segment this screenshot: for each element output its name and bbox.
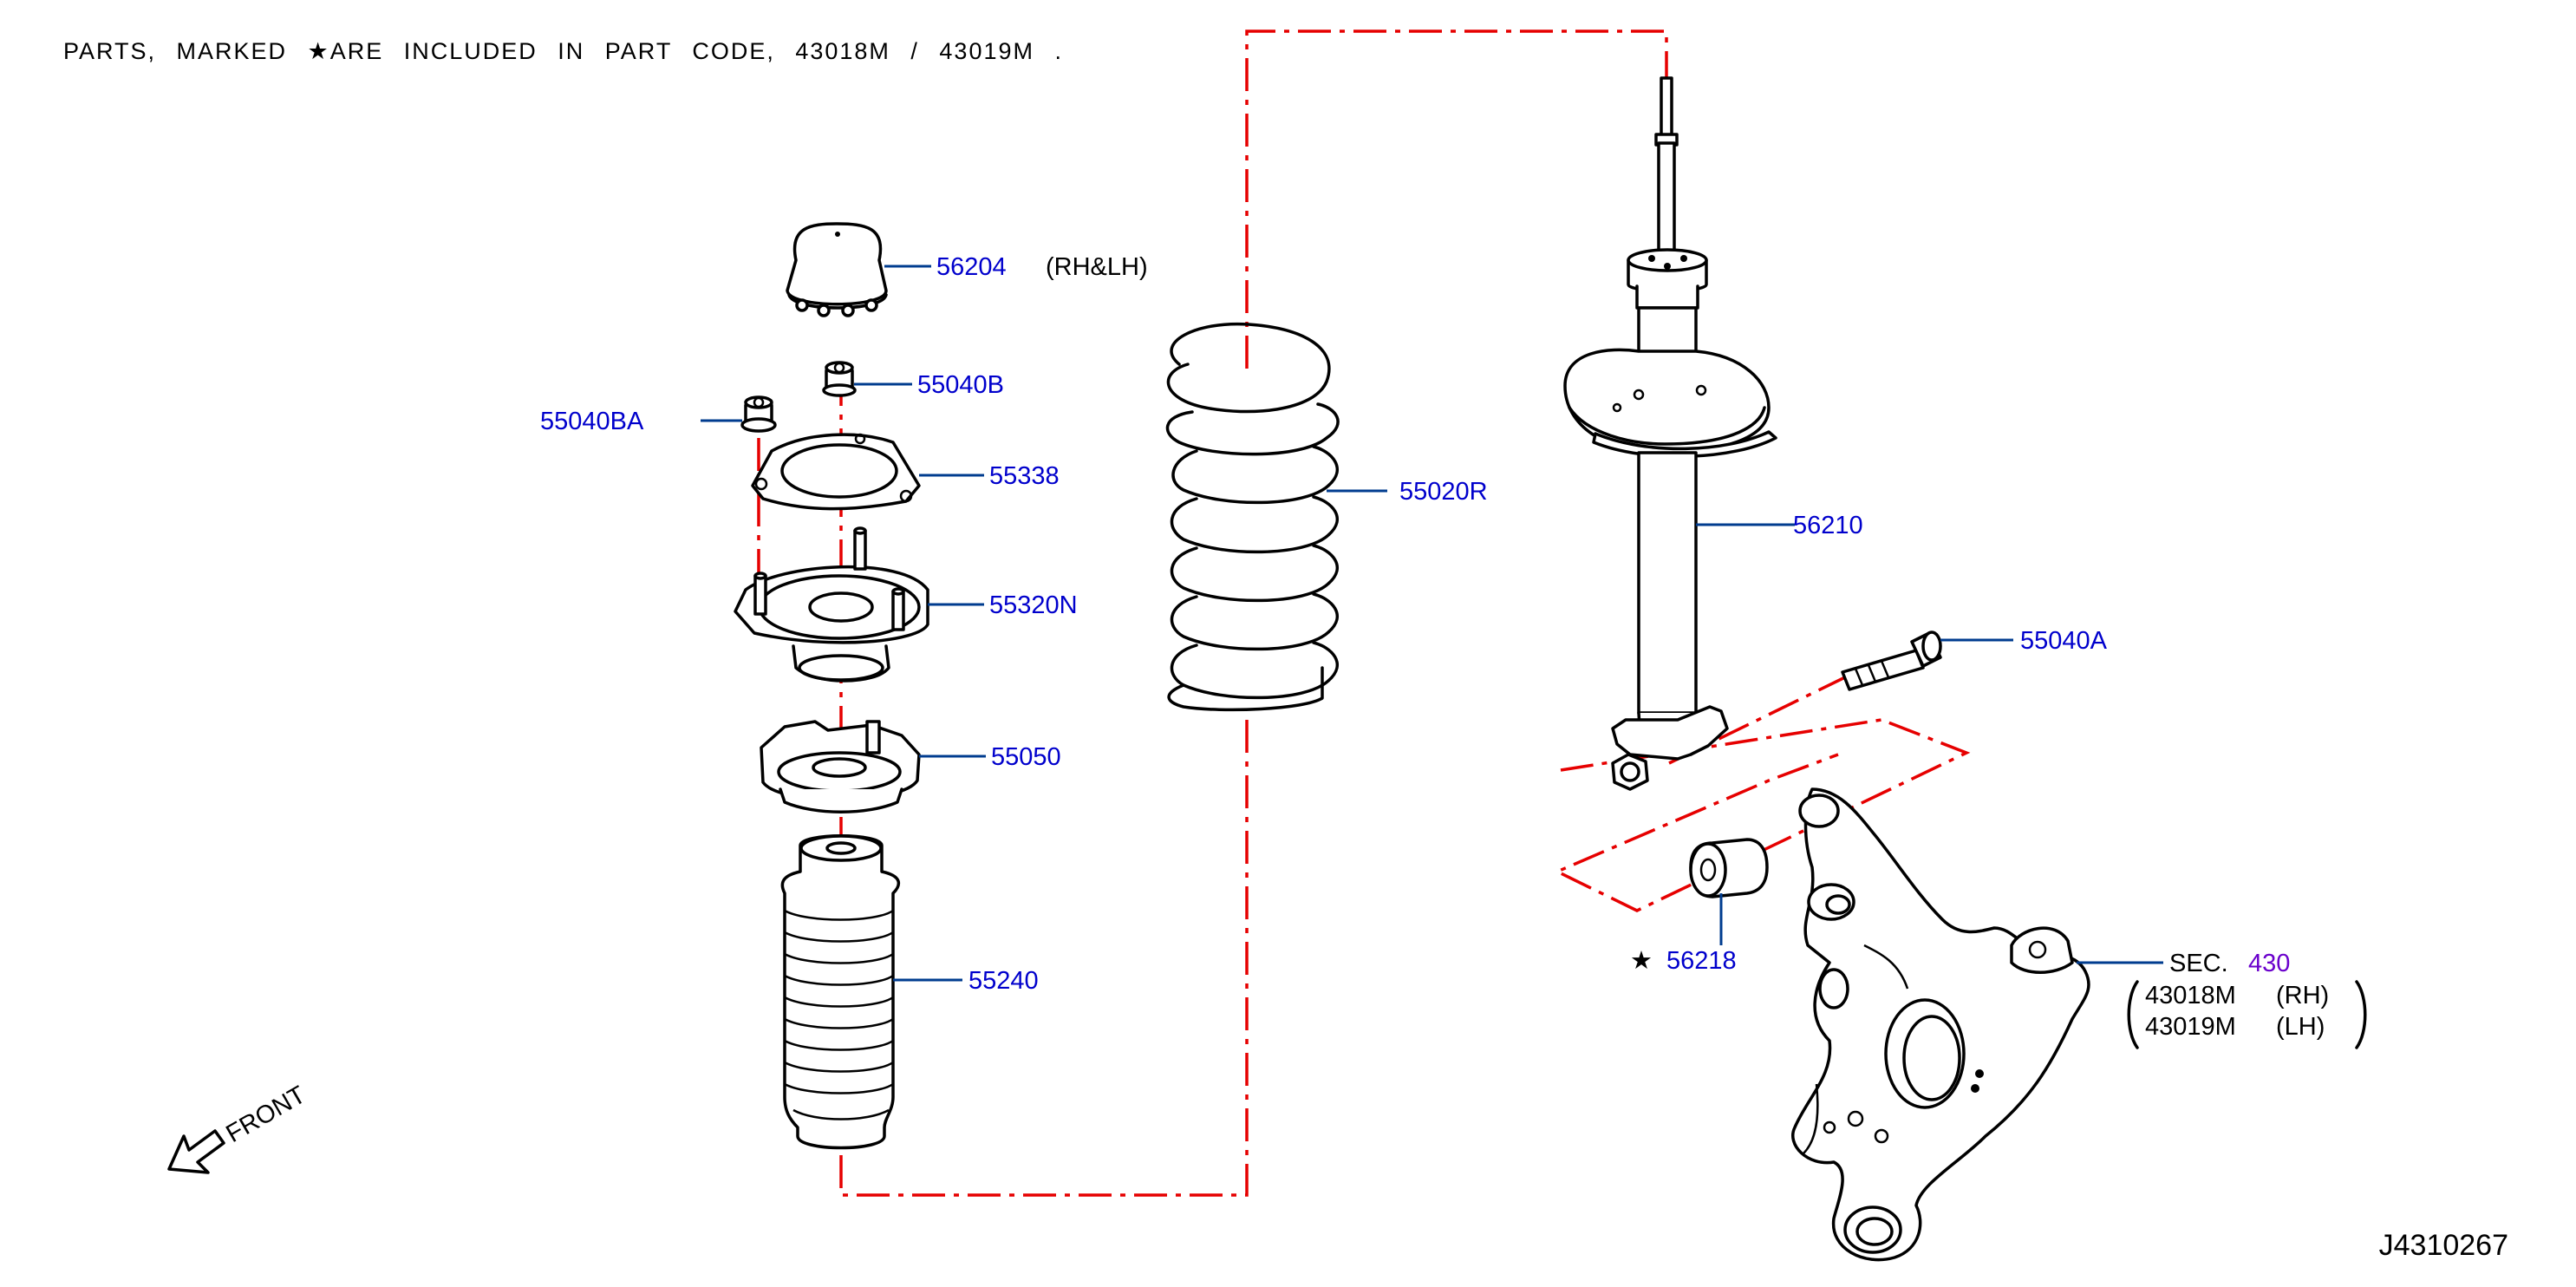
star-icon: ★ [1630,947,1653,975]
nut-55040BA[interactable] [740,395,777,433]
label-56204-side: (RH&LH) [1046,253,1148,281]
label-56218: 56218 [1666,947,1737,975]
label-55050: 55050 [991,743,1061,771]
dust-cap-56204[interactable] [786,222,888,317]
label-56204: 56204 [936,253,1007,281]
bushing-56218[interactable] [1689,838,1769,898]
label-55338: 55338 [989,462,1060,490]
parts-note: PARTS, MARKED ★ARE INCLUDED IN PART CODE… [63,38,1063,64]
label-55040B: 55040B [917,371,1004,399]
leader-lines [701,265,2163,982]
bolt-55040A[interactable] [1841,630,1942,691]
mount-plate-55338[interactable] [751,433,921,511]
section-number[interactable]: 430 [2248,950,2290,977]
section-label: SEC. [2169,950,2228,977]
right-paren-icon [2355,980,2367,1049]
label-55040A: 55040A [2020,627,2108,655]
diagram-code: J4310267 [2378,1229,2508,1262]
label-56210: 56210 [1793,512,1863,539]
section-reference: SEC. 430 43018M (RH) 43019M (LH) [2127,950,2367,1049]
rh-side: (RH) [2276,982,2329,1009]
left-paren-icon [2127,980,2139,1049]
steering-knuckle[interactable] [1791,787,2090,1262]
bump-boot-55240[interactable] [780,834,901,1150]
label-55020R: 55020R [1399,478,1488,506]
boot-folds [784,909,894,1120]
assembly-center-lines [757,29,1971,1197]
lh-side: (LH) [2276,1013,2325,1041]
lh-code: 43019M [2145,1013,2236,1041]
front-arrow-icon [167,1129,225,1174]
front-label: FRONT [222,1081,311,1148]
rh-code: 43018M [2145,982,2236,1009]
front-direction-indicator: FRONT [167,1081,311,1174]
shock-absorber-56210[interactable] [1563,76,1777,791]
nut-55040B[interactable] [822,361,857,397]
spring-seat-55050[interactable] [760,720,921,813]
label-55240: 55240 [968,967,1039,995]
label-55040BA: 55040BA [540,408,644,435]
label-55320N: 55320N [989,591,1078,619]
strut-mount-55320N[interactable] [734,526,929,683]
coil-spring-55020R[interactable] [1165,322,1340,712]
